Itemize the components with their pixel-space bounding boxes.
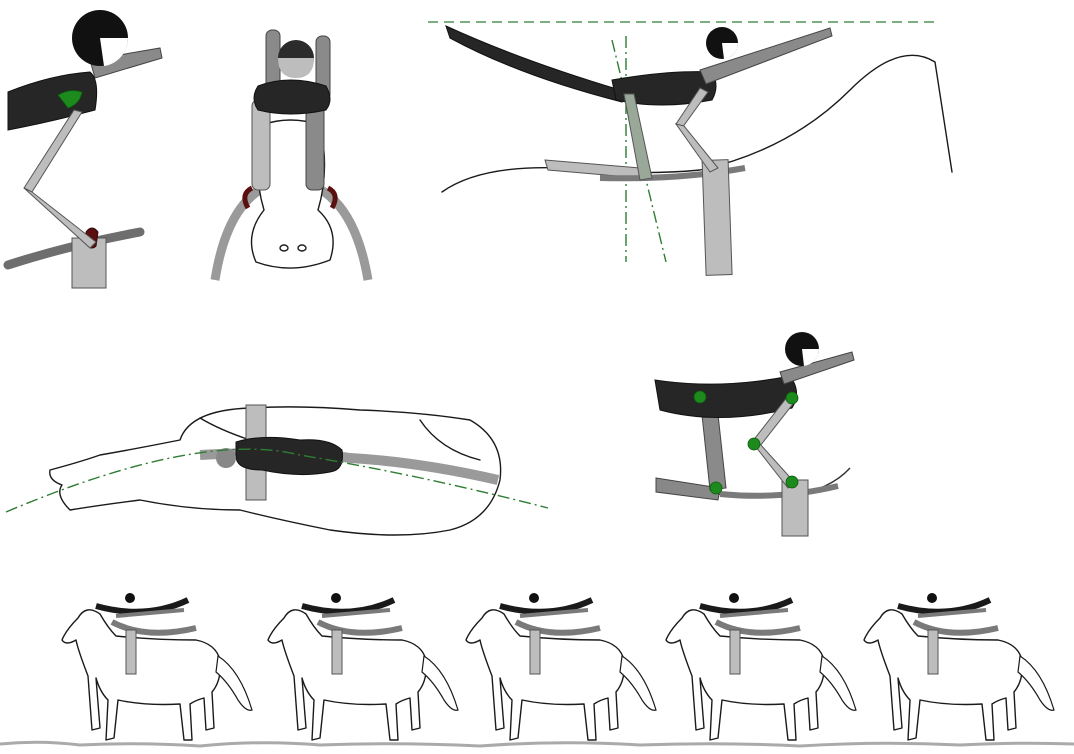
vaulter-left-leg [252,100,270,190]
canter-frame-4 [666,593,856,740]
horse-back-band-joint-2 [720,486,838,496]
vaulter-face-front [278,58,314,78]
kneel-shin [676,124,718,172]
surcingle-strap-wide [702,160,732,276]
panel-side-closeup [8,10,162,288]
surcingle-joint [782,480,808,536]
vaulter-right-leg [306,100,324,190]
marker-ankle [786,476,798,488]
head-face-wide [722,43,738,59]
panel-front-view [215,30,368,280]
marker-knee [748,438,760,450]
canter-frame-2 [268,593,458,740]
panel-top-view [6,405,548,535]
ground-line [0,742,1074,746]
vaulter-torso-top [236,437,343,474]
canter-frame-3 [466,593,656,740]
vaulter-torso-joint [655,376,797,418]
canter-frame-1 [62,593,252,740]
vaulter-torso [8,72,97,130]
panel-side-wide [428,22,952,275]
marker-knee-support [710,482,722,494]
canter-frame-5 [864,593,1054,740]
marker-hip [694,391,706,403]
marker-hip-kneel [786,392,798,404]
vaulter-shin [24,188,96,248]
vaulter-pelvis-front [254,80,330,114]
panel-canter-sequence [0,593,1074,746]
vaulter-free-leg [446,26,622,102]
panel-joint-markers [655,332,854,536]
